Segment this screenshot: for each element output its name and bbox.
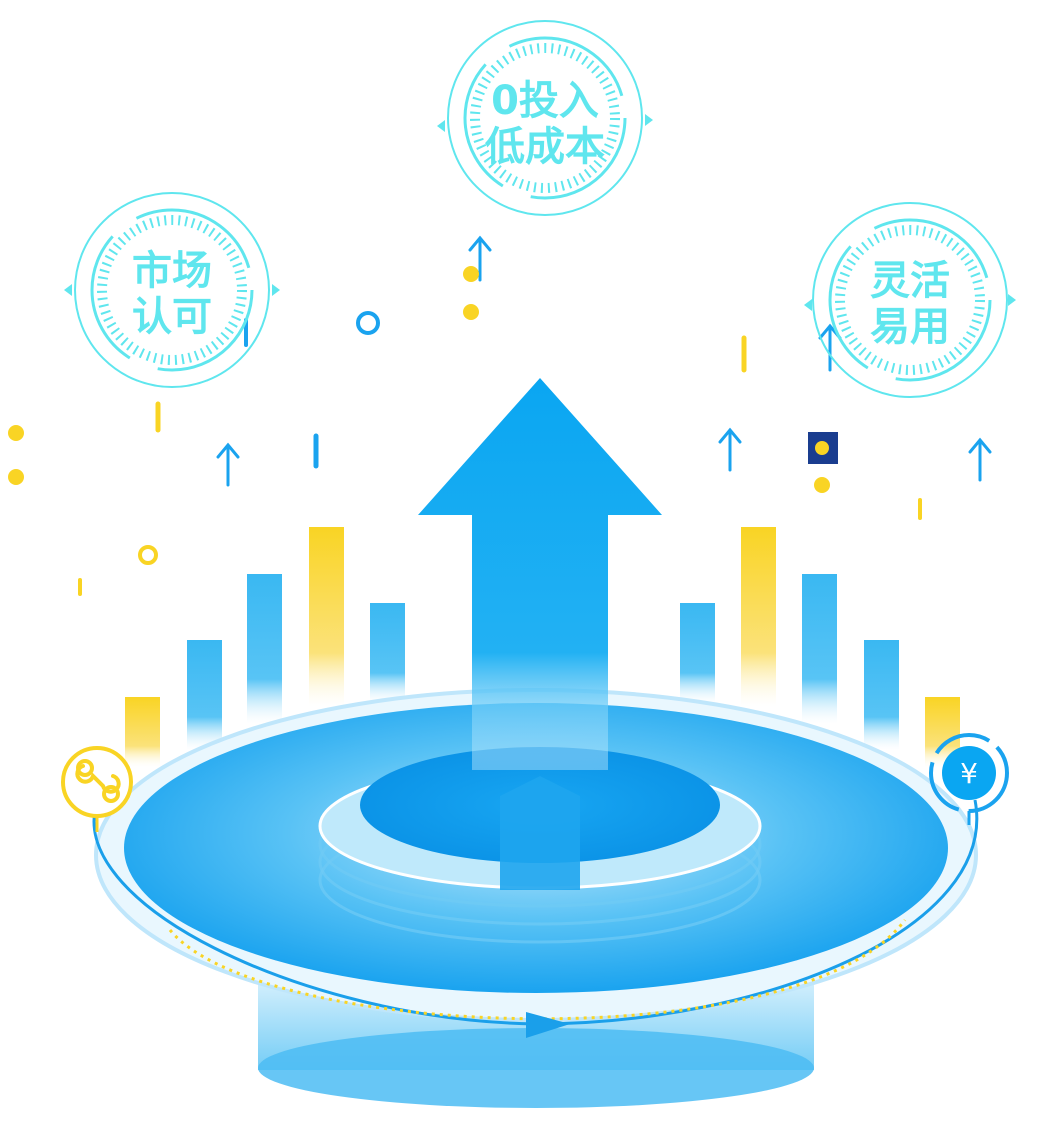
badge-right: 灵活 易用 bbox=[804, 202, 1016, 398]
badge-left: 市场 认可 bbox=[64, 192, 280, 388]
growth-arrow-icon bbox=[418, 378, 662, 890]
bar bbox=[370, 603, 405, 703]
bar bbox=[680, 603, 715, 703]
bar bbox=[247, 574, 282, 724]
badge-right-line2: 易用 bbox=[870, 304, 950, 350]
orbit-arrow-icon bbox=[526, 1012, 570, 1038]
bar bbox=[802, 574, 837, 724]
yuan-symbol: ¥ bbox=[960, 757, 978, 790]
badge-center-line1: 0投入 bbox=[491, 78, 599, 124]
badge-left-line2: 认可 bbox=[132, 294, 212, 340]
badge-center: 0投入 低成本 bbox=[437, 20, 653, 216]
badge-left-line1: 市场 bbox=[132, 248, 212, 294]
badge-right-line1: 灵活 bbox=[870, 258, 950, 304]
yuan-currency-icon: ¥ bbox=[929, 733, 1009, 825]
link-chain-icon bbox=[61, 746, 133, 832]
bar bbox=[309, 527, 344, 707]
bar-group-right bbox=[680, 527, 960, 767]
yellow-dots bbox=[8, 266, 830, 493]
navy-square bbox=[808, 432, 838, 464]
bar bbox=[187, 640, 222, 750]
badge-center-line2: 低成本 bbox=[485, 124, 605, 170]
bar bbox=[864, 640, 899, 750]
small-up-arrow-icon bbox=[216, 235, 992, 487]
bar bbox=[125, 697, 160, 767]
bar bbox=[741, 527, 776, 707]
decorations bbox=[78, 235, 992, 596]
bar-group-left bbox=[125, 527, 405, 767]
